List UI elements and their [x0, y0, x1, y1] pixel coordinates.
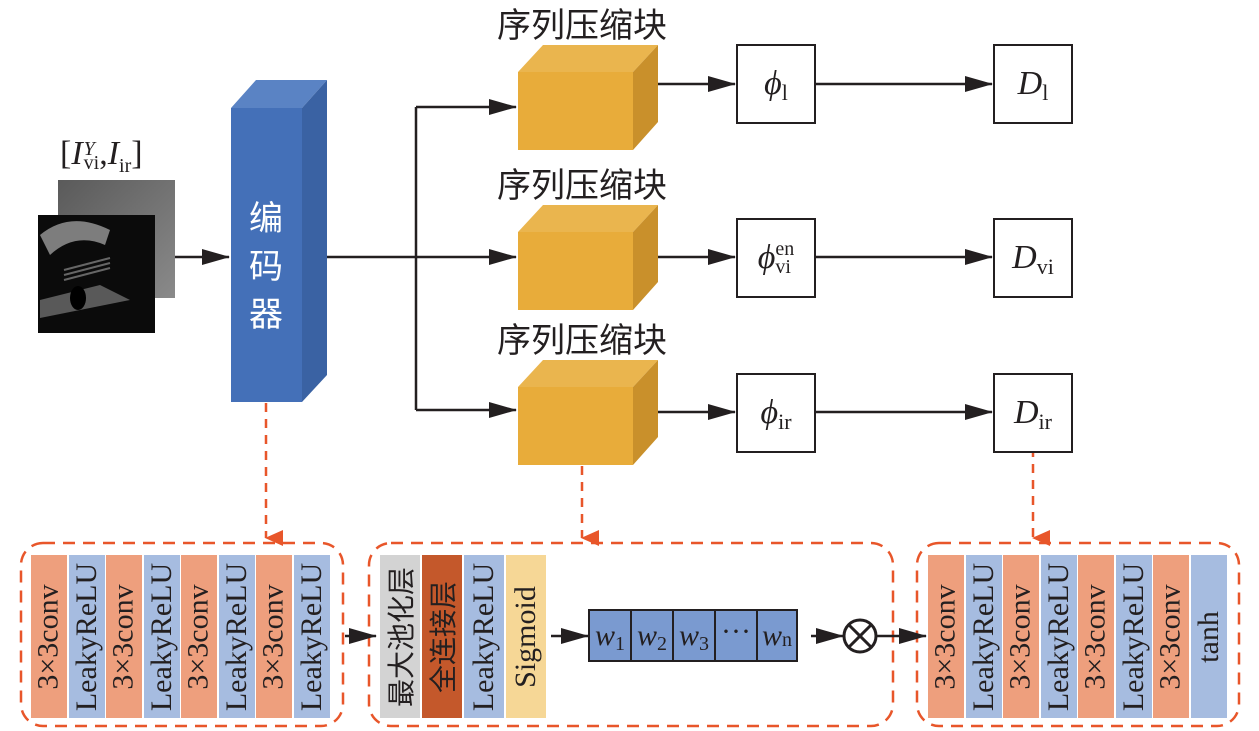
layer-label: 3×3conv — [182, 583, 216, 690]
encoder-char: 编 — [249, 199, 283, 239]
input-vi-sup: Y — [83, 138, 95, 161]
decoder-layer-relu: LeakyReLU — [1116, 555, 1152, 718]
d-symbol: D — [1012, 239, 1037, 276]
bracket-close: ] — [131, 135, 143, 172]
phi-box-vi-en: ϕ en vi — [736, 218, 816, 298]
phi-sub: vi — [775, 256, 791, 278]
bracket-open: [ — [60, 135, 72, 172]
layer-label: LeakyReLU — [145, 562, 178, 711]
d-symbol: D — [1013, 394, 1039, 431]
phi-sup: en — [775, 238, 795, 260]
layer-label: 3×3conv — [1004, 583, 1038, 690]
encoder-block — [231, 80, 327, 402]
d-sub: ir — [1038, 409, 1052, 434]
layer-label: 全连接层 — [427, 580, 461, 693]
squeeze-layer-relu: LeakyReLU — [464, 555, 504, 718]
d-sub: vi — [1036, 254, 1054, 279]
squeeze-layer-sigmoid: Sigmoid — [506, 555, 546, 718]
encoder-layer-relu: LeakyReLU — [219, 555, 255, 718]
encoder-detail-container — [19, 541, 345, 728]
encoder-layer-conv: 3×3conv — [256, 555, 292, 718]
squeeze-layer-maxpool: 最大池化层 — [380, 555, 420, 718]
encoder-layer-relu: LeakyReLU — [294, 555, 330, 718]
weight-cell-ellipsis: ··· — [714, 609, 758, 662]
layer-label: 最大池化层 — [385, 566, 419, 707]
squeeze-block-1 — [518, 45, 658, 150]
decoder-layer-relu: LeakyReLU — [966, 555, 1002, 718]
weight-symbol: w — [678, 618, 699, 652]
encoder-layer-relu: LeakyReLU — [69, 555, 105, 718]
phi-symbol: ϕ — [760, 394, 779, 431]
weight-symbol: w — [636, 618, 657, 652]
layer-label: 3×3conv — [1154, 583, 1188, 690]
layer-label: 3×3conv — [1079, 583, 1113, 690]
layer-label: LeakyReLU — [70, 562, 103, 711]
ellipsis: ··· — [721, 615, 751, 648]
squeeze-block-3 — [518, 360, 658, 465]
decoder-layer-relu: LeakyReLU — [1041, 555, 1077, 718]
weight-symbol: w — [761, 618, 782, 652]
decoder-layer-conv: 3×3conv — [928, 555, 964, 718]
layer-label: LeakyReLU — [295, 562, 328, 711]
layer-label: LeakyReLU — [467, 562, 500, 711]
squeeze-block-title-2: 序列压缩块 — [497, 168, 667, 205]
d-symbol: D — [1017, 65, 1043, 102]
input-ir-sub: ir — [119, 154, 132, 177]
phi-sub: ir — [778, 409, 792, 434]
encoder-layer-relu: LeakyReLU — [144, 555, 180, 718]
decoder-layer-conv: 3×3conv — [1003, 555, 1039, 718]
layer-label: LeakyReLU — [967, 562, 1000, 711]
input-vi-symbol: I — [71, 135, 83, 172]
weight-sub: 3 — [699, 633, 709, 655]
squeeze-layer-fc: 全连接层 — [422, 555, 462, 718]
squeeze-block-title-1: 序列压缩块 — [497, 8, 667, 45]
encoder-layer-conv: 3×3conv — [181, 555, 217, 718]
weight-sub: 2 — [657, 633, 667, 655]
layer-label: tanh — [1192, 610, 1225, 663]
encoder-layer-conv: 3×3conv — [31, 555, 67, 718]
d-sub: l — [1042, 80, 1049, 105]
layer-label: LeakyReLU — [1117, 562, 1150, 711]
decoder-layer-tanh: tanh — [1191, 555, 1227, 718]
encoder-char: 码 — [249, 247, 283, 287]
encoder-layer-conv: 3×3conv — [106, 555, 142, 718]
weight-sub: 1 — [615, 633, 625, 655]
weight-symbol: w — [594, 618, 615, 652]
layer-label: 3×3conv — [929, 583, 963, 690]
layer-label: LeakyReLU — [1042, 562, 1075, 711]
weight-sub: n — [782, 629, 792, 651]
phi-symbol: ϕ — [764, 65, 782, 102]
encoder-char: 器 — [249, 295, 283, 335]
phi-symbol: ϕ — [757, 239, 776, 276]
layer-label: 3×3conv — [257, 583, 291, 690]
squeeze-block-title-3: 序列压缩块 — [497, 323, 667, 360]
comma: , — [99, 135, 108, 172]
phi-sub: l — [781, 80, 788, 105]
input-vi-sub: vi — [83, 152, 100, 175]
input-images — [38, 180, 175, 333]
input-ir-symbol: I — [107, 135, 120, 172]
layer-label: LeakyReLU — [220, 562, 253, 711]
squeeze-block-2 — [518, 205, 658, 310]
layer-label: 3×3conv — [107, 583, 141, 690]
layer-label: Sigmoid — [509, 585, 543, 688]
decoder-layer-conv: 3×3conv — [1078, 555, 1114, 718]
decoder-layer-conv: 3×3conv — [1153, 555, 1189, 718]
layer-label: 3×3conv — [32, 583, 66, 690]
encoder-label: 编 码 器 — [231, 195, 301, 339]
